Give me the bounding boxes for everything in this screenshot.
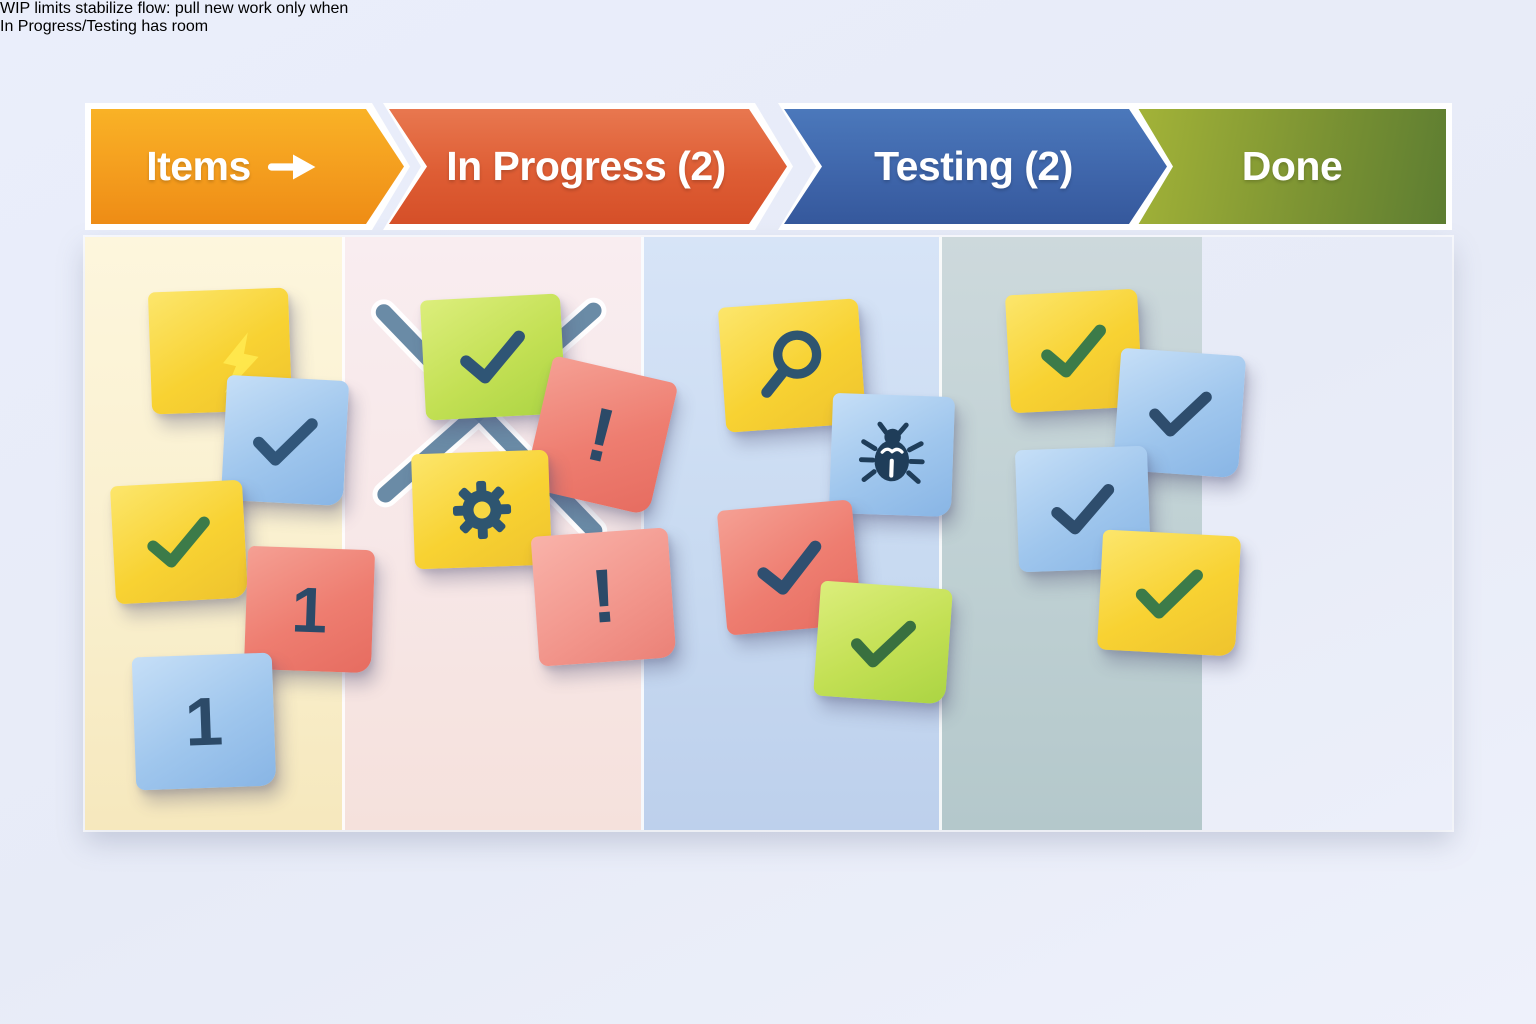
check-icon <box>756 540 821 595</box>
sticky-note <box>411 449 553 570</box>
sticky-note <box>812 580 953 705</box>
sticky-note <box>716 499 862 636</box>
magnifier-icon <box>760 330 821 398</box>
pushpin-icon <box>752 287 789 329</box>
pushpin-icon <box>1165 335 1202 377</box>
check-icon <box>460 330 526 384</box>
column-items: 1 1 <box>85 237 376 830</box>
column-header-testing: Testing (2) <box>778 103 1173 230</box>
column-header-done: Done <box>1132 103 1452 230</box>
pushpin-icon <box>200 273 235 314</box>
sticky-note <box>1014 445 1152 573</box>
check-icon <box>147 516 210 568</box>
sticky-note: 1 <box>131 652 277 791</box>
board-columns: 1 1 ! <box>83 235 1454 832</box>
sticky-note <box>1112 347 1247 479</box>
pushpin-icon <box>184 638 219 679</box>
check-icon <box>1135 569 1203 619</box>
sticky-note <box>1096 529 1241 657</box>
column-header-in-progress: In Progress (2) <box>383 103 793 230</box>
check-icon <box>253 417 318 466</box>
check-icon <box>850 620 916 667</box>
check-icon <box>1148 391 1212 437</box>
sticky-note <box>828 392 955 518</box>
note-number-label: 1 <box>183 682 225 761</box>
column-header-items: Items <box>85 103 410 230</box>
pushpin-icon <box>294 531 329 572</box>
sticky-note <box>220 374 350 507</box>
caption-line-2: In Progress/Testing has room <box>0 18 209 35</box>
flow-arrow-icon <box>1370 237 1452 830</box>
gear-icon <box>452 480 511 539</box>
pushpin-icon <box>1040 276 1076 318</box>
column-in-progress: ! <box>342 237 679 830</box>
column-header-in-progress-label: In Progress (2) <box>446 143 726 189</box>
column-testing <box>640 237 955 830</box>
column-done <box>938 237 1247 830</box>
sticky-note <box>717 298 866 433</box>
check-icon <box>1051 483 1115 535</box>
sticky-note <box>1004 288 1143 414</box>
bug-icon <box>858 421 925 484</box>
pushpin-icon <box>472 280 508 322</box>
kanban-board: Items In Progress (2) Testing (2) Done <box>83 103 1454 832</box>
pushpin-icon <box>158 466 194 508</box>
pushpin-icon <box>594 350 636 397</box>
pushpin-icon <box>1063 431 1098 472</box>
pushpin-icon <box>581 515 618 557</box>
pushpin-icon <box>1190 518 1226 560</box>
caption-line-1: WIP limits stabilize flow: pull new work… <box>0 0 349 17</box>
note-exclamation-label: ! <box>579 390 624 480</box>
arrow-right-icon <box>267 150 319 184</box>
column-header-testing-label: Testing (2) <box>874 143 1073 189</box>
flow-arrow-icon <box>1289 237 1371 830</box>
check-icon <box>1041 324 1106 378</box>
board-headers: Items In Progress (2) Testing (2) Done <box>85 103 1452 230</box>
caption: WIP limits stabilize flow: pull new work… <box>0 0 1536 36</box>
sticky-note <box>110 479 248 605</box>
sticky-note: ! <box>530 527 677 667</box>
note-exclamation-label: ! <box>587 553 620 640</box>
column-header-items-label: Items <box>146 143 251 189</box>
column-header-done-label: Done <box>1241 143 1343 189</box>
note-number-label: 1 <box>290 572 329 647</box>
sticky-note <box>420 293 567 421</box>
pushpin-icon <box>749 489 786 532</box>
pushpin-icon <box>462 435 497 476</box>
